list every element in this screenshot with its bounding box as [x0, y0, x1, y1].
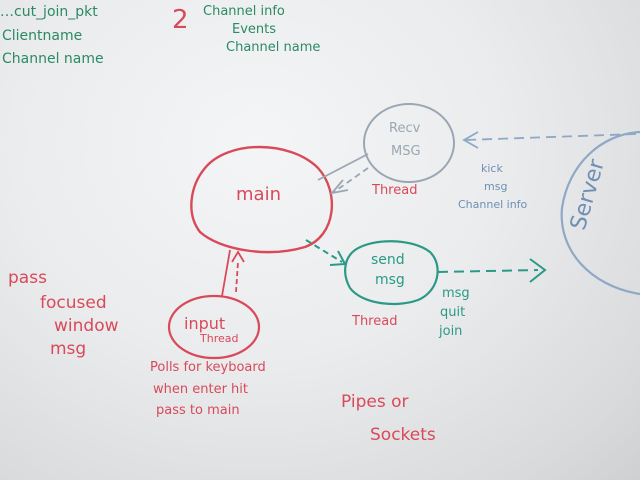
input-note-2: when enter hit — [153, 382, 248, 397]
recv-thread-label: Thread — [372, 183, 418, 198]
step-number: 2 — [172, 5, 189, 35]
input-main-line-right — [235, 261, 239, 293]
recv-side-label-2: msg — [484, 180, 508, 193]
note-top-left-2: Clientname — [2, 28, 83, 44]
recv-to-main-arrow — [333, 167, 369, 193]
main-to-send-arrow — [305, 239, 343, 263]
send-label-2: msg — [375, 272, 405, 288]
left-note-1: pass — [8, 268, 47, 288]
left-note-2: focused — [40, 293, 107, 313]
pipes-note-2: Sockets — [370, 425, 436, 445]
main-node — [190, 145, 333, 254]
recv-to-main-arrowhead — [329, 179, 349, 195]
send-label-1: send — [371, 252, 405, 268]
send-to-server-arrow — [437, 269, 539, 273]
note-top-mid-3: Channel name — [226, 40, 321, 55]
main-to-send-arrowhead — [329, 250, 347, 266]
note-top-left-1: …cut_join_pkt — [0, 4, 98, 20]
server-node — [560, 130, 640, 296]
server-to-recv-arrow — [465, 133, 637, 141]
note-top-mid-2: Events — [232, 22, 277, 37]
send-side-label-3: join — [439, 324, 463, 339]
send-msg-node — [344, 240, 439, 306]
input-thread-node — [167, 294, 261, 360]
recv-side-label-3: Channel info — [458, 198, 528, 211]
send-side-label-1: msg — [442, 286, 470, 301]
input-label-2: Thread — [200, 332, 239, 345]
pipes-note-1: Pipes or — [341, 392, 409, 412]
send-side-label-2: quit — [440, 305, 466, 320]
send-to-server-arrowhead — [529, 258, 547, 283]
main-label: main — [236, 184, 281, 205]
input-main-line-left — [221, 249, 231, 297]
recv-label-1: Recv — [389, 121, 421, 136]
recv-label-2: MSG — [391, 144, 421, 159]
note-top-left-3: Channel name — [2, 51, 104, 67]
note-top-mid-1: Channel info — [203, 4, 285, 19]
input-main-arrowhead — [231, 250, 245, 263]
send-thread-label: Thread — [352, 314, 398, 329]
left-note-4: msg — [50, 339, 87, 359]
input-note-1: Polls for keyboard — [150, 360, 266, 375]
recv-side-label-1: kick — [481, 162, 503, 175]
server-to-recv-arrowhead — [462, 131, 479, 149]
recv-msg-node — [363, 103, 455, 183]
main-recv-connector — [317, 153, 369, 181]
input-note-3: pass to main — [156, 403, 240, 418]
left-note-3: window — [54, 316, 119, 336]
input-label-1: input — [184, 314, 226, 333]
